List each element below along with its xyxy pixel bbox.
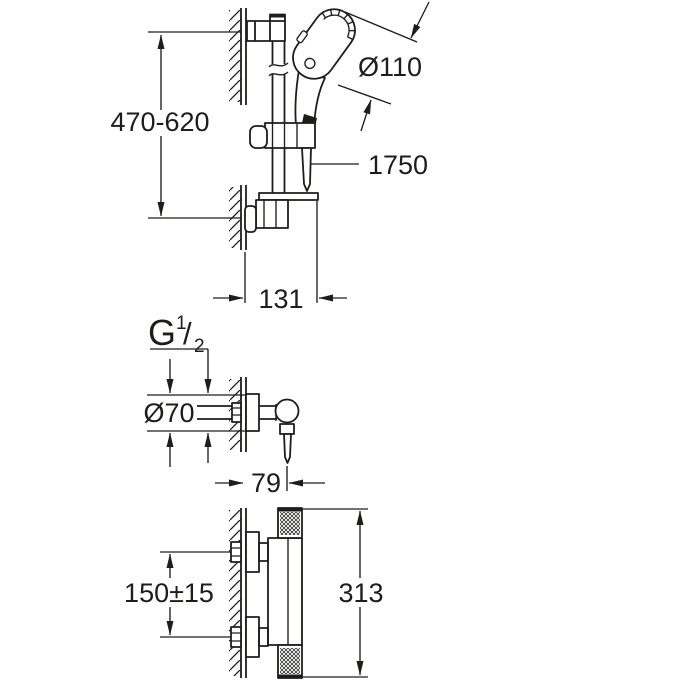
rail-break-mark (268, 62, 289, 77)
dim-hose-length: 1750 (311, 150, 428, 180)
shower-rail-bar (268, 41, 289, 193)
dim-thread-size: G 1 / 2 (148, 312, 212, 463)
supply-nipple (197, 405, 232, 420)
dim-rosette-diameter-label: Ø70 (143, 398, 194, 428)
thread-slash: / (183, 316, 192, 351)
hand-shower-head (292, 8, 356, 80)
mixer-handle-bottom (277, 644, 303, 679)
swivel-joint (274, 398, 300, 424)
dim-hose-length-label: 1750 (368, 150, 428, 180)
spray-mode-button (296, 30, 308, 44)
inlet-connection-bottom (230, 616, 269, 658)
bracket-flange (244, 205, 257, 233)
threaded-union (258, 627, 269, 647)
thread-numerator: 1 (176, 313, 187, 334)
soap-shelf (258, 192, 319, 201)
hex-nut (231, 402, 242, 423)
mixer-handle-top (277, 507, 303, 539)
escutcheon (245, 616, 260, 658)
hex-nut (230, 626, 242, 648)
rail-bottom-bracket (244, 192, 319, 233)
dim-total-height-label: 313 (338, 578, 383, 608)
spray-face-edge (323, 14, 350, 38)
dim-head-diameter: Ø110 (337, 1, 430, 132)
dim-inlet-spacing: 150±15 (124, 551, 231, 638)
dim-projection-label: 79 (251, 468, 281, 498)
mixer-body (267, 537, 303, 646)
rail-slider-holder (249, 122, 316, 149)
figure-mixer-side: 150±15 313 (124, 507, 384, 679)
dim-rosette-diameter: Ø70 (143, 359, 246, 467)
inlet-connection-top (230, 531, 269, 573)
dim-head-diameter-label: Ø110 (358, 52, 422, 82)
escutcheon (245, 531, 260, 573)
threaded-union (258, 542, 269, 562)
holder-knob (249, 125, 268, 149)
dim-inlet-spacing-label: 150±15 (124, 578, 214, 608)
hose-union-nut (279, 423, 295, 435)
dim-rail-height-label: 470-620 (110, 107, 209, 137)
wall-section-upper (229, 8, 247, 105)
hose-stub (283, 433, 292, 464)
dim-wall-offset-label: 131 (258, 284, 303, 314)
wall-union-body (197, 393, 300, 464)
wall-section-bottom (229, 508, 247, 678)
dim-wall-offset: 131 (213, 201, 347, 314)
head-pivot (304, 57, 316, 70)
rail-top-bracket (246, 13, 286, 42)
shower-hose (301, 147, 312, 192)
figure-wall-union-side: Ø70 G 1 / 2 79 (143, 312, 325, 498)
figure-shower-rail-front: 470-620 Ø110 1750 131 (110, 1, 430, 314)
thread-letter: G (148, 312, 176, 353)
dim-projection: 79 (215, 466, 325, 498)
escutcheon (245, 393, 260, 432)
dim-rail-height: 470-620 (110, 31, 241, 219)
spray-face-hatch (321, 9, 355, 41)
hex-nut (230, 541, 242, 563)
dim-total-height: 313 (302, 508, 384, 678)
thread-denominator: 2 (194, 336, 205, 357)
